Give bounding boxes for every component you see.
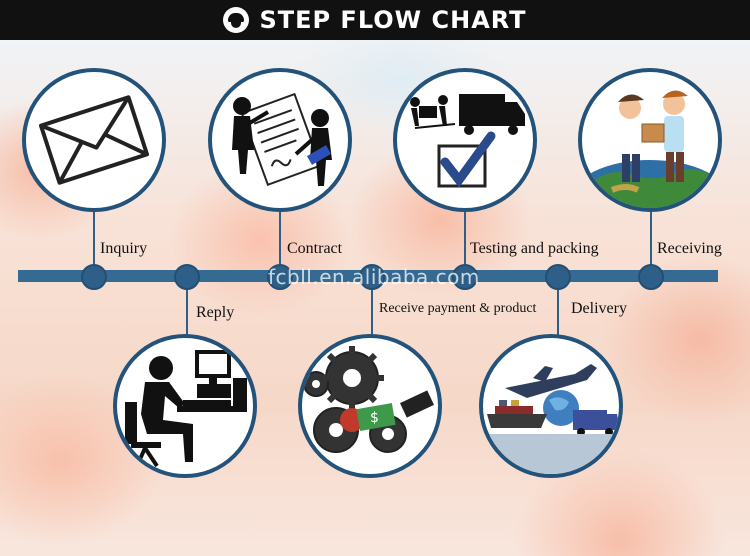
svg-text:$: $ <box>370 410 379 426</box>
watermark: fcbll.en.alibaba.com <box>268 265 480 289</box>
contract-signing-icon <box>212 72 348 208</box>
gears-money-icon: $ <box>302 338 438 474</box>
timeline-dot-inquiry <box>81 264 107 290</box>
plane-ship-globe-icon <box>483 338 619 474</box>
step-circle-contract <box>208 68 352 212</box>
computer-user-icon <box>117 338 253 474</box>
envelope-icon <box>26 72 162 208</box>
step-label-receiving: Receiving <box>657 240 722 258</box>
timeline-dot-delivery <box>545 264 571 290</box>
step-label-inquiry: Inquiry <box>100 240 147 258</box>
truck-checkbox-icon <box>397 72 533 208</box>
step-circle-reply <box>113 334 257 478</box>
timeline-dot-receiving <box>638 264 664 290</box>
step-circle-testing <box>393 68 537 212</box>
step-label-delivery: Delivery <box>571 300 627 318</box>
step-label-testing: Testing and packing <box>470 240 599 258</box>
helmet-icon <box>223 7 249 33</box>
step-circle-delivery <box>479 334 623 478</box>
page-title: STEP FLOW CHART <box>259 6 526 34</box>
header-bar: STEP FLOW CHART <box>0 0 750 40</box>
step-circle-receiving <box>578 68 722 212</box>
step-circle-inquiry <box>22 68 166 212</box>
step-circle-payment: $ <box>298 334 442 478</box>
step-label-reply: Reply <box>196 304 234 322</box>
step-label-payment: Receive payment & product <box>379 301 536 317</box>
timeline-dot-reply <box>174 264 200 290</box>
handshake-globe-icon <box>582 72 718 208</box>
step-label-contract: Contract <box>287 240 342 258</box>
